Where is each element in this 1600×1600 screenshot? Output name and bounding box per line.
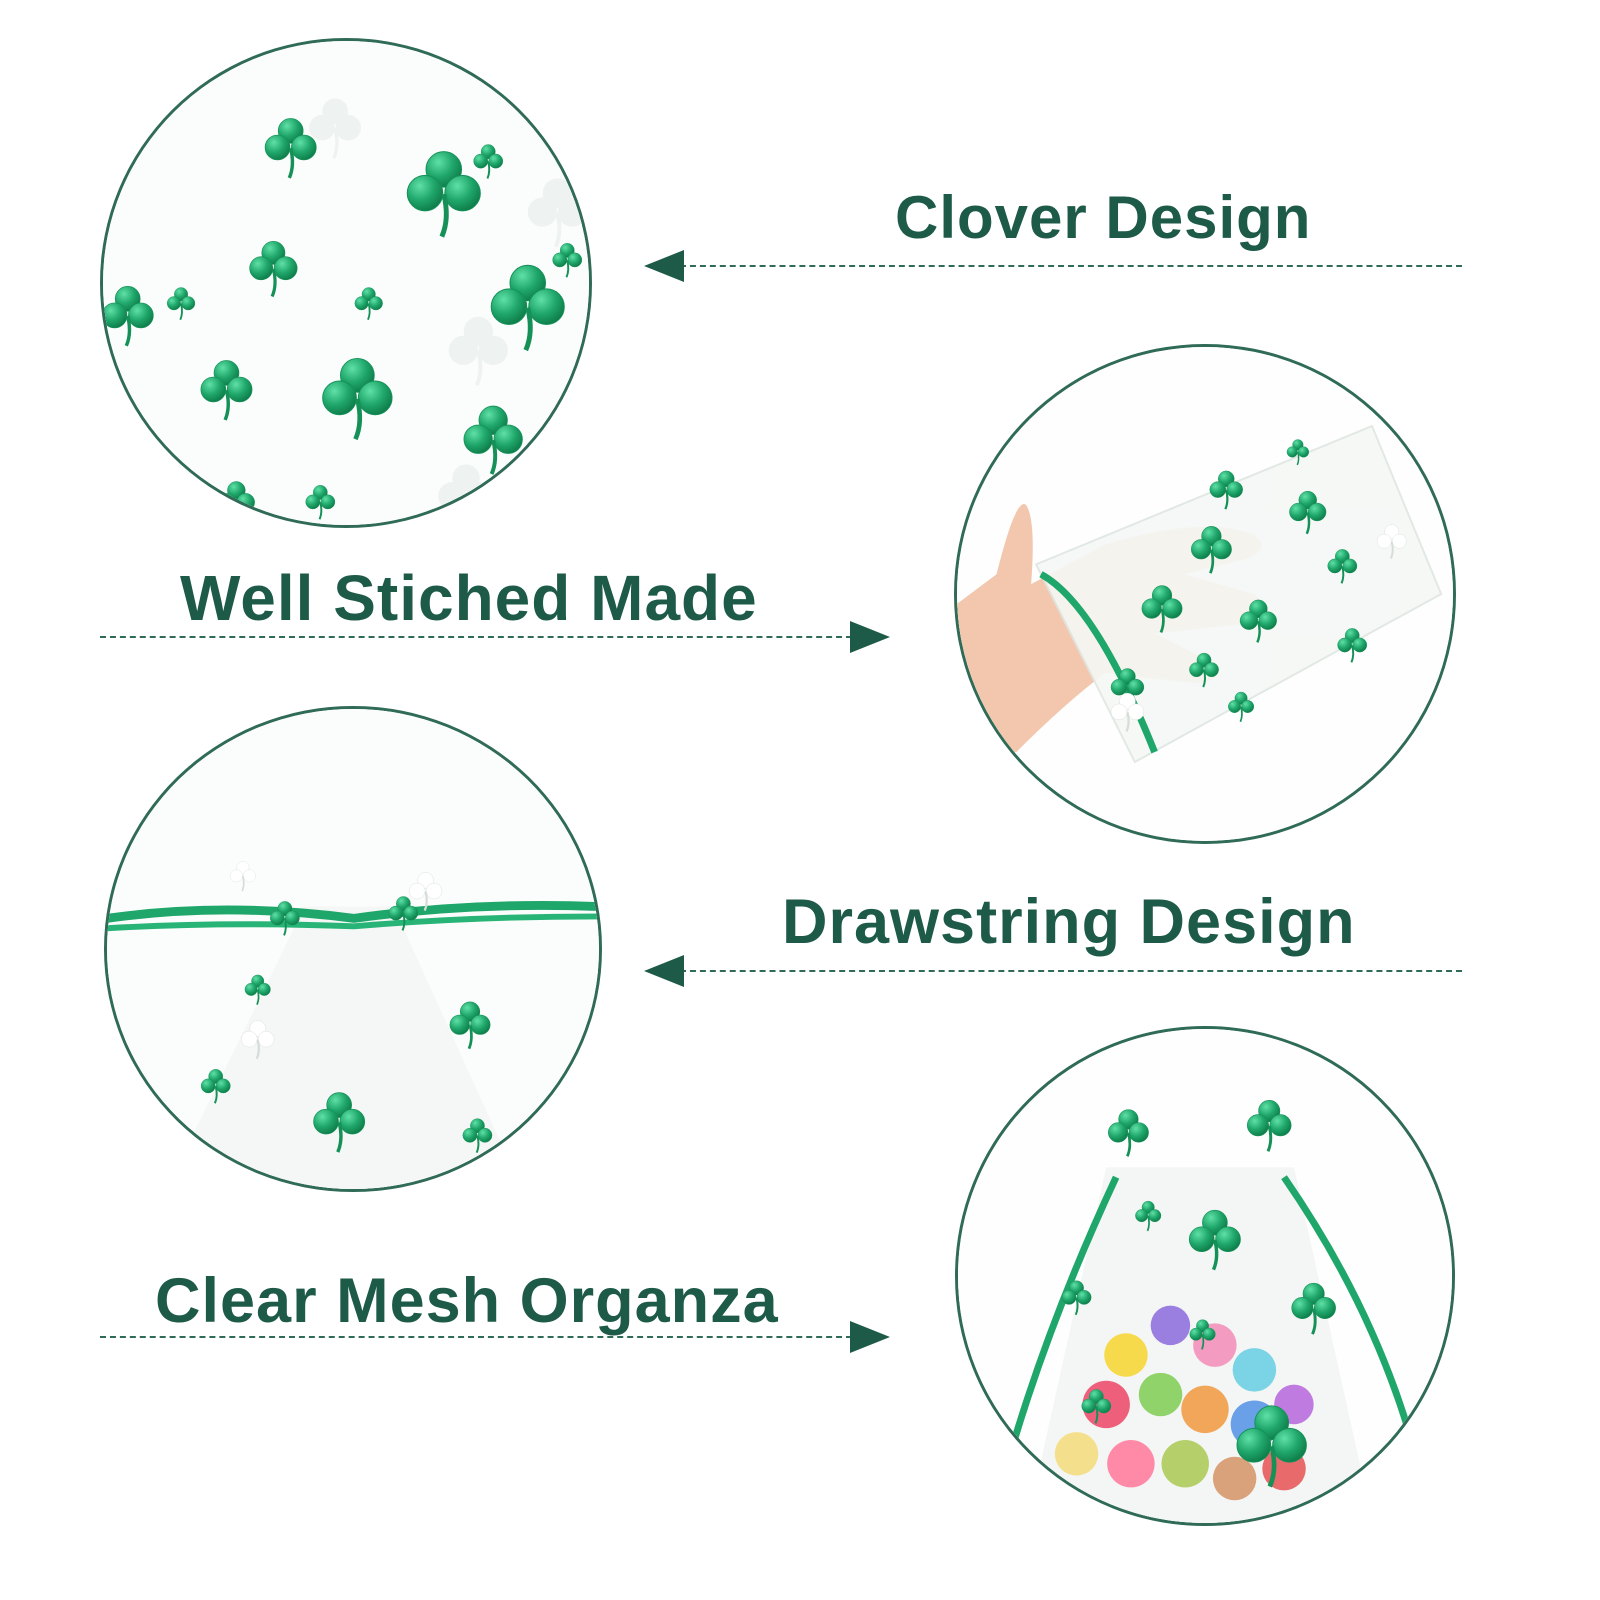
bag-with-candy-photo: [955, 1026, 1455, 1526]
clover-pattern-illustration: [103, 41, 589, 525]
feature-label-clear-mesh-organza: Clear Mesh Organza: [155, 1266, 779, 1336]
drawstring-closeup-photo: [104, 706, 602, 1192]
arrow-left-icon: [644, 955, 684, 987]
clover-fabric-photo: [100, 38, 592, 528]
feature-label-drawstring-design: Drawstring Design: [782, 887, 1356, 957]
connector-line: [680, 970, 1462, 972]
bag-on-hand-illustration: [957, 347, 1453, 841]
connector-line: [100, 636, 852, 638]
connector-line: [680, 265, 1462, 267]
arrow-right-icon: [850, 621, 890, 653]
bag-on-hand-photo: [954, 344, 1456, 844]
feature-label-clover-design: Clover Design: [895, 184, 1312, 251]
connector-line: [100, 1336, 852, 1338]
arrow-left-icon: [644, 250, 684, 282]
bag-with-candy-illustration: [958, 1029, 1452, 1523]
arrow-right-icon: [850, 1321, 890, 1353]
drawstring-illustration: [107, 709, 599, 1189]
feature-label-well-stiched-made: Well Stiched Made: [180, 562, 758, 634]
